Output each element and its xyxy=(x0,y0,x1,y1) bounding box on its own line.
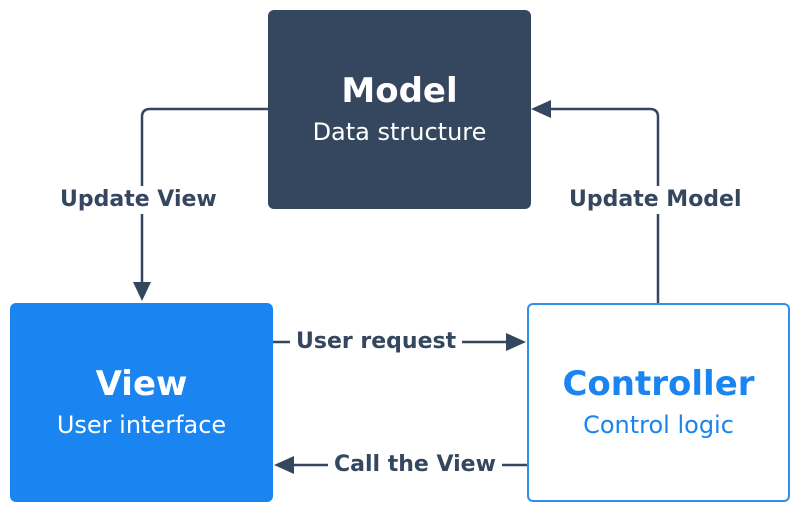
update-view-label: Update View xyxy=(54,186,223,214)
user-request-arrowhead xyxy=(506,333,526,351)
view-subtitle: User interface xyxy=(56,411,227,440)
call-the-view-label: Call the View xyxy=(328,451,502,479)
view-box: View User interface xyxy=(10,303,273,502)
update-model-label: Update Model xyxy=(563,186,748,214)
update-model-arrowhead xyxy=(531,100,551,118)
update-view-arrow-line xyxy=(140,107,268,290)
view-title: View xyxy=(95,363,188,404)
controller-title: Controller xyxy=(562,363,755,404)
controller-subtitle: Control logic xyxy=(583,411,734,440)
model-title: Model xyxy=(341,70,458,111)
user-request-label: User request xyxy=(290,328,463,356)
controller-box: Controller Control logic xyxy=(527,303,790,502)
model-subtitle: Data structure xyxy=(312,118,487,147)
model-box: Model Data structure xyxy=(268,10,531,209)
update-view-arrowhead xyxy=(133,282,151,301)
update-model-arrow-line xyxy=(545,107,660,303)
call-view-arrowhead xyxy=(274,456,294,474)
